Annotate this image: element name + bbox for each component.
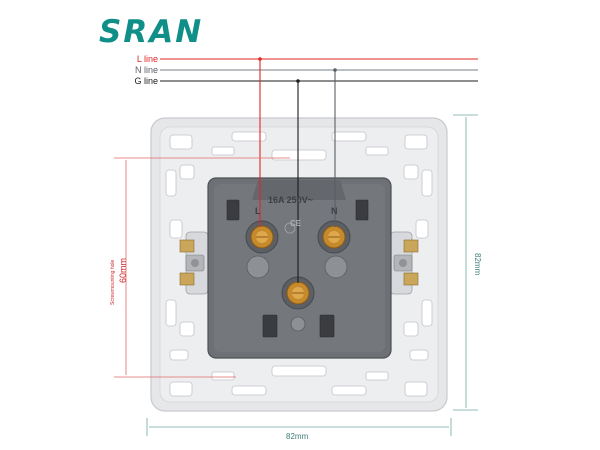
l-line-label: L line bbox=[136, 54, 158, 64]
ground-terminal bbox=[281, 276, 315, 310]
dimension-60mm bbox=[114, 157, 290, 378]
height-dimension-label: 82mm bbox=[473, 253, 482, 276]
screw-note-label: Screwmounting hole bbox=[110, 259, 116, 305]
n-line-label: N line bbox=[134, 65, 158, 75]
right-clamp bbox=[389, 231, 419, 295]
brand-logo: SRAN bbox=[99, 14, 204, 50]
g-line-label: G line bbox=[134, 76, 158, 86]
n-mark: N bbox=[331, 206, 338, 216]
screw-spacing-label: 60mm bbox=[118, 257, 128, 283]
dimension-82mm-vertical bbox=[453, 114, 478, 411]
left-clamp bbox=[179, 231, 209, 295]
width-dimension-label: 82mm bbox=[286, 432, 309, 441]
dimension-82mm-horizontal bbox=[146, 418, 452, 436]
l-mark: L bbox=[255, 206, 261, 216]
socket-bosses bbox=[246, 255, 348, 332]
frame-slots bbox=[165, 131, 433, 397]
rating-mark: 16A 250V~ bbox=[268, 195, 313, 205]
l-terminal bbox=[245, 220, 279, 254]
n-terminal bbox=[317, 220, 351, 254]
terminal-holes bbox=[226, 199, 369, 338]
ce-mark: CE bbox=[290, 219, 302, 228]
